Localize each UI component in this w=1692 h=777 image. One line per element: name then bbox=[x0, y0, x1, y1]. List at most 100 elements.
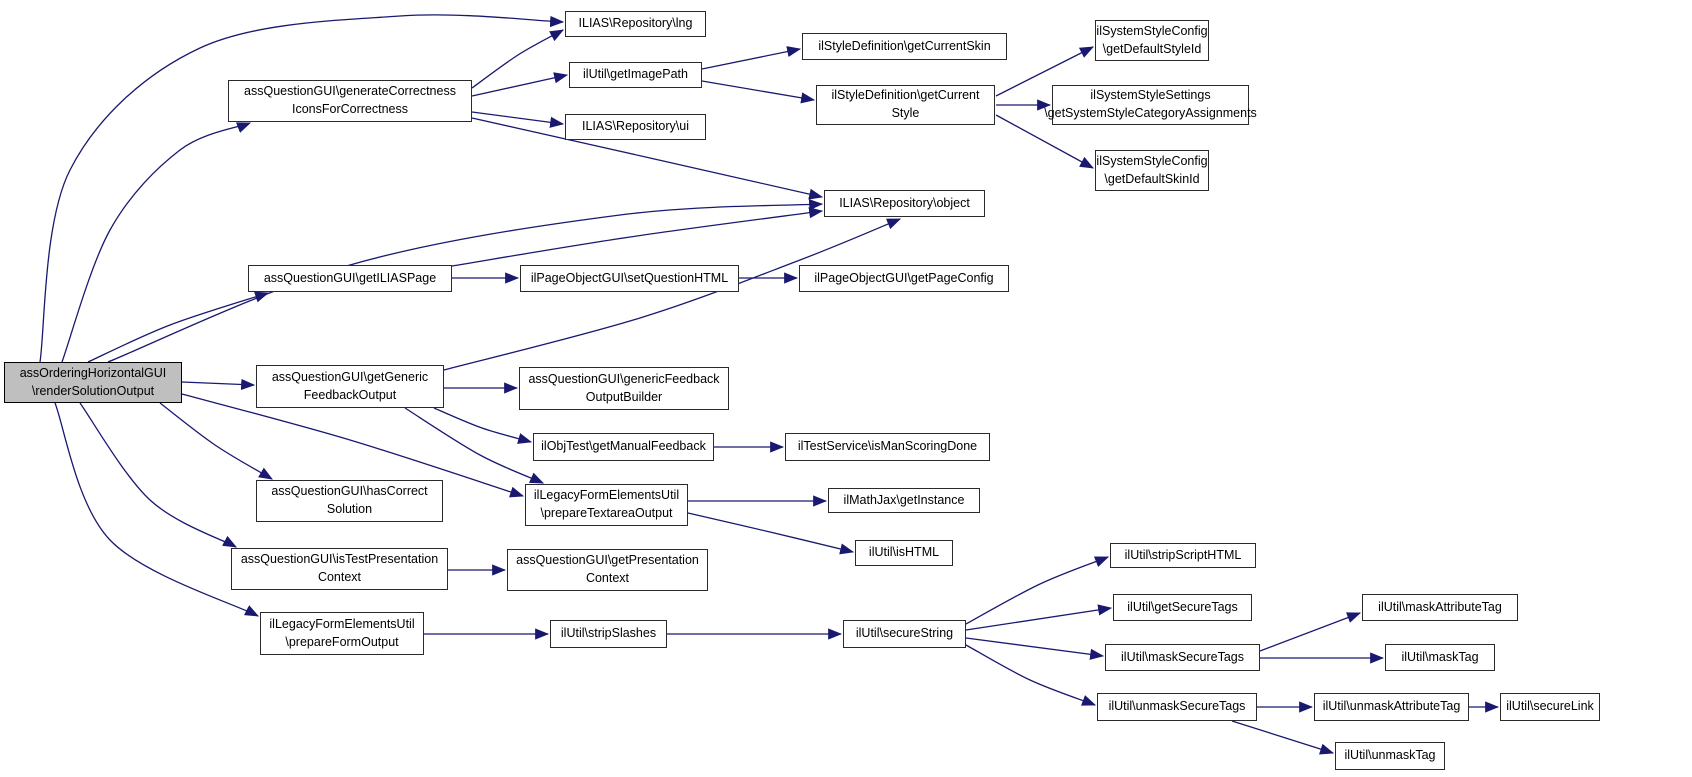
node-label: ilUtil\getImagePath bbox=[583, 67, 688, 82]
node-unmaskAttributeTag[interactable]: ilUtil\unmaskAttributeTag bbox=[1314, 693, 1469, 721]
node-label: ilUtil\stripSlashes bbox=[560, 626, 657, 641]
edge-getImagePath-to-getCurrentSkin bbox=[701, 46, 802, 70]
node-label: ilObjTest\getManualFeedback bbox=[541, 439, 706, 454]
node-label: \getDefaultStyleId bbox=[1102, 41, 1202, 56]
edge-secureString-to-unmaskSecureTags bbox=[965, 644, 1097, 706]
node-label: \prepareFormOutput bbox=[285, 634, 399, 649]
edge-main-to-getILIASPage bbox=[87, 291, 270, 363]
node-getDefaultStyleId[interactable]: ilSystemStyleConfig \getDefaultStyleId bbox=[1095, 20, 1209, 61]
node-object[interactable]: ILIAS\Repository\object bbox=[824, 190, 985, 217]
edge-getImagePath-to-getCurrentStyle bbox=[701, 80, 816, 104]
node-label: ilSystemStyleConfig bbox=[1096, 23, 1208, 38]
edge-getGenericFeedbackOutput-to-prepareTextareaOutput bbox=[404, 407, 545, 484]
node-label: ILIAS\Repository\lng bbox=[578, 16, 693, 31]
node-label: Style bbox=[891, 106, 920, 120]
node-label: ilSystemStyleConfig bbox=[1096, 153, 1208, 168]
node-label: OutputBuilder bbox=[585, 389, 663, 404]
node-unmaskTag[interactable]: ilUtil\unmaskTag bbox=[1335, 742, 1445, 770]
node-getSystemStyleCategoryAssignments[interactable]: ilSystemStyleSettings \getSystemStyleCate… bbox=[1044, 85, 1257, 125]
node-label: ILIAS\Repository\object bbox=[839, 195, 970, 210]
node-label: ilUtil\secureString bbox=[855, 626, 954, 641]
node-stripScriptHTML[interactable]: ilUtil\stripScriptHTML bbox=[1110, 543, 1256, 568]
node-label: \getDefaultSkinId bbox=[1104, 171, 1200, 186]
node-label: \renderSolutionOutput bbox=[31, 383, 155, 398]
node-maskTag[interactable]: ilUtil\maskTag bbox=[1385, 644, 1495, 671]
edge-secureString-to-getSecureTags bbox=[965, 604, 1113, 631]
edge-generateCorrectness-to-ui bbox=[471, 111, 565, 128]
edge-getCurrentStyle-to-getDefaultSkinId bbox=[995, 114, 1094, 169]
node-getSecureTags[interactable]: ilUtil\getSecureTags bbox=[1113, 594, 1252, 621]
node-label: ilUtil\secureLink bbox=[1506, 699, 1594, 714]
node-label: ilUtil\isHTML bbox=[868, 545, 940, 560]
node-isManScoringDone[interactable]: ilTestService\isManScoringDone bbox=[785, 433, 990, 461]
node-label: assQuestionGUI\genericFeedback bbox=[528, 371, 720, 386]
edge-generateCorrectness-to-getImagePath bbox=[471, 72, 569, 97]
node-label: assQuestionGUI\hasCorrect bbox=[271, 484, 428, 499]
node-label: FeedbackOutput bbox=[303, 387, 397, 402]
node-label: ilStyleDefinition\getCurrent bbox=[831, 88, 980, 103]
edge-prepareTextareaOutput-to-isHTML bbox=[687, 512, 855, 555]
node-label: ilUtil\maskSecureTags bbox=[1121, 649, 1244, 664]
edge-getILIASPage-to-object bbox=[451, 207, 824, 267]
node-getPageConfig[interactable]: ilPageObjectGUI\getPageConfig bbox=[799, 265, 1009, 292]
node-label: ilPageObjectGUI\getPageConfig bbox=[814, 270, 994, 285]
node-lng[interactable]: ILIAS\Repository\lng bbox=[565, 11, 706, 37]
edge-main-to-prepareTextareaOutput bbox=[181, 393, 525, 498]
node-label: Solution bbox=[326, 502, 373, 516]
node-label: ilUtil\getSecureTags bbox=[1127, 599, 1238, 614]
node-label: assQuestionGUI\getPresentation bbox=[516, 553, 699, 568]
edge-main-to-lng bbox=[39, 14, 565, 363]
edge-main-to-isTestPresentationContext bbox=[79, 402, 237, 548]
node-label: ilUtil\stripScriptHTML bbox=[1124, 547, 1242, 562]
node-prepareTextareaOutput[interactable]: ilLegacyFormElementsUtil\prepareTextarea… bbox=[525, 484, 688, 526]
edge-generateCorrectness-to-object bbox=[471, 117, 824, 200]
node-ui[interactable]: ILIAS\Repository\ui bbox=[565, 114, 706, 140]
node-secureLink[interactable]: ilUtil\secureLink bbox=[1500, 693, 1600, 721]
node-label: assQuestionGUI\getGeneric bbox=[271, 369, 429, 384]
node-unmaskSecureTags[interactable]: ilUtil\unmaskSecureTags bbox=[1097, 693, 1257, 721]
edge-secureString-to-maskSecureTags bbox=[965, 637, 1105, 660]
node-label: ilUtil\unmaskTag bbox=[1344, 748, 1436, 763]
edge-maskSecureTags-to-maskAttributeTag bbox=[1259, 612, 1362, 652]
node-getImagePath[interactable]: ilUtil\getImagePath bbox=[569, 62, 702, 88]
node-getInstance[interactable]: ilMathJax\getInstance bbox=[828, 488, 980, 513]
node-label: ilStyleDefinition\getCurrentSkin bbox=[818, 38, 991, 53]
node-label: IconsForCorrectness bbox=[291, 102, 408, 116]
node-label: assOrderingHorizontalGUI bbox=[19, 365, 167, 380]
node-label: ilMathJax\getInstance bbox=[843, 492, 965, 507]
node-isHTML[interactable]: ilUtil\isHTML bbox=[855, 540, 953, 566]
edge-getGenericFeedbackOutput-to-getManualFeedback bbox=[433, 407, 533, 444]
node-secureString[interactable]: ilUtil\secureString bbox=[843, 620, 966, 648]
edge-main-to-hasCorrectSolution bbox=[159, 402, 273, 480]
edge-main-to-prepareFormOutput bbox=[54, 402, 259, 617]
node-maskSecureTags[interactable]: ilUtil\maskSecureTags bbox=[1105, 644, 1260, 671]
node-label: assQuestionGUI\getILIASPage bbox=[263, 270, 437, 285]
node-getManualFeedback[interactable]: ilObjTest\getManualFeedback bbox=[533, 433, 714, 461]
node-getILIASPage[interactable]: assQuestionGUI\getILIASPage bbox=[248, 265, 452, 292]
edge-main-to-generateCorrectness bbox=[61, 122, 252, 363]
node-getCurrentSkin[interactable]: ilStyleDefinition\getCurrentSkin bbox=[802, 33, 1007, 60]
node-label: ilSystemStyleSettings bbox=[1090, 88, 1211, 103]
node-maskAttributeTag[interactable]: ilUtil\maskAttributeTag bbox=[1362, 594, 1518, 621]
node-main[interactable]: assOrderingHorizontalGUI \renderSolutionO… bbox=[4, 362, 182, 403]
node-label: Context bbox=[317, 570, 362, 584]
node-label: \getSystemStyleCategoryAssignments bbox=[1044, 106, 1257, 120]
edge-getGenericFeedbackOutput-to-object bbox=[443, 218, 902, 371]
node-stripSlashes[interactable]: ilUtil\stripSlashes bbox=[550, 620, 667, 648]
node-prepareFormOutput[interactable]: ilLegacyFormElementsUtil\prepareFormOutp… bbox=[260, 612, 424, 655]
edge-main-to-getGenericFeedbackOutput bbox=[181, 378, 256, 391]
node-getDefaultSkinId[interactable]: ilSystemStyleConfig \getDefaultSkinId bbox=[1095, 150, 1209, 191]
edge-secureString-to-stripScriptHTML bbox=[965, 556, 1110, 625]
node-setQuestionHTML[interactable]: ilPageObjectGUI\setQuestionHTML bbox=[520, 265, 739, 292]
node-label: ilUtil\maskTag bbox=[1401, 649, 1479, 664]
node-label: ilUtil\unmaskAttributeTag bbox=[1322, 699, 1461, 714]
